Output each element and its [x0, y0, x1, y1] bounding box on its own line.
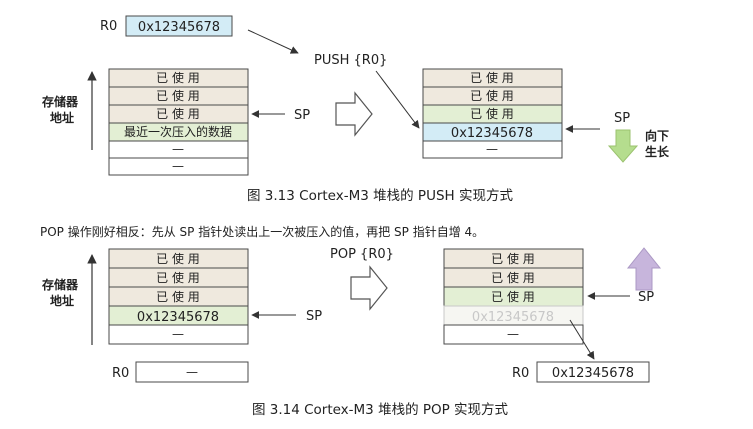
push-axis-label-1: 存储器: [41, 94, 79, 109]
stack-cell-text: —: [486, 142, 498, 156]
pop-up-arrow-icon: [626, 247, 662, 291]
pop-sp-after-label: SP: [638, 290, 654, 305]
stack-cell-text: 最近一次压入的数据: [124, 124, 232, 139]
pop-stack-before: 已 使 用 已 使 用 已 使 用 0x12345678 —: [108, 248, 249, 345]
stack-cell-text: 已 使 用: [491, 251, 535, 266]
figure-push: R0 0x12345678 PUSH {R0} 存储器 地址 已 使 用 已 使…: [41, 15, 670, 204]
stack-cell-text: —: [172, 327, 184, 341]
stack-cell: [108, 324, 249, 345]
push-stack-before: 已 使 用 已 使 用 已 使 用 最近一次压入的数据 — —: [108, 68, 249, 176]
pop-r0-after-value: 0x12345678: [552, 366, 634, 381]
stack-cell: [422, 140, 563, 159]
stack-cell-text: 已 使 用: [156, 270, 200, 285]
push-sp-before-label: SP: [294, 108, 310, 123]
stack-cell-text: 已 使 用: [156, 88, 200, 103]
pop-r0-after-label: R0: [512, 366, 529, 381]
stack-cell-text: 已 使 用: [156, 106, 200, 121]
pop-sp-before-label: SP: [306, 309, 322, 324]
stack-cell: [108, 157, 249, 176]
grow-down-label-1: 向下: [645, 128, 669, 143]
pop-transition-arrow: [350, 265, 388, 311]
push-instruction-label: PUSH {R0}: [314, 53, 387, 68]
stack-cell-text: 已 使 用: [156, 289, 200, 304]
push-r0-arrow: [247, 29, 299, 54]
grow-down-arrow-icon: [607, 129, 639, 163]
push-r0-value: 0x12345678: [138, 20, 220, 35]
push-stack-after: 已 使 用 已 使 用 已 使 用 0x12345678 —: [422, 68, 563, 159]
stack-cell-text: 0x12345678: [451, 126, 533, 141]
pop-axis-label-2: 地址: [50, 293, 74, 308]
stack-cell-text: 已 使 用: [156, 251, 200, 266]
stack-cell-text: 已 使 用: [491, 270, 535, 285]
stack-cell-text: 已 使 用: [470, 70, 514, 85]
stack-cell-text: 0x12345678: [137, 310, 219, 325]
pop-read-arrow: [569, 319, 595, 360]
stack-cell-text: —: [172, 142, 184, 156]
stack-cell-text: 已 使 用: [491, 289, 535, 304]
stack-cell: [443, 324, 584, 345]
stack-cell-text: 已 使 用: [156, 70, 200, 85]
figure-pop: 存储器 地址 已 使 用 已 使 用 已 使 用 0x12345678 — SP…: [41, 247, 662, 418]
stack-cell-text: 已 使 用: [470, 106, 514, 121]
figure-caption-push: 图 3.13 Cortex-M3 堆栈的 PUSH 实现方式: [247, 188, 513, 204]
pop-stack-after: 已 使 用 已 使 用 已 使 用 0x12345678 —: [443, 248, 584, 345]
pop-description: POP 操作刚好相反：先从 SP 指针处读出上一次被压入的值，再把 SP 指针自…: [40, 224, 484, 239]
push-transition-arrow: [335, 91, 373, 137]
push-axis-label-2: 地址: [50, 110, 74, 125]
push-r0-label: R0: [100, 19, 117, 34]
figure-caption-pop: 图 3.14 Cortex-M3 堆栈的 POP 实现方式: [252, 402, 509, 418]
stack-cell-text: —: [172, 159, 184, 173]
pop-r0-before-value: —: [186, 365, 198, 379]
stack-cell-text: 已 使 用: [470, 88, 514, 103]
pop-r0-before-register: [135, 361, 249, 383]
pop-r0-after-register: [536, 361, 650, 383]
pop-axis-label-1: 存储器: [41, 277, 79, 292]
grow-down-label-2: 生长: [645, 144, 670, 159]
push-write-arrow: [375, 70, 420, 129]
pop-r0-before-label: R0: [112, 366, 129, 381]
pop-instruction-label: POP {R0}: [330, 247, 394, 262]
stack-cell-text: —: [507, 327, 519, 341]
push-r0-register: [125, 15, 233, 37]
push-sp-after-label: SP: [614, 111, 630, 126]
stack-cell-text-faded: 0x12345678: [472, 310, 554, 325]
